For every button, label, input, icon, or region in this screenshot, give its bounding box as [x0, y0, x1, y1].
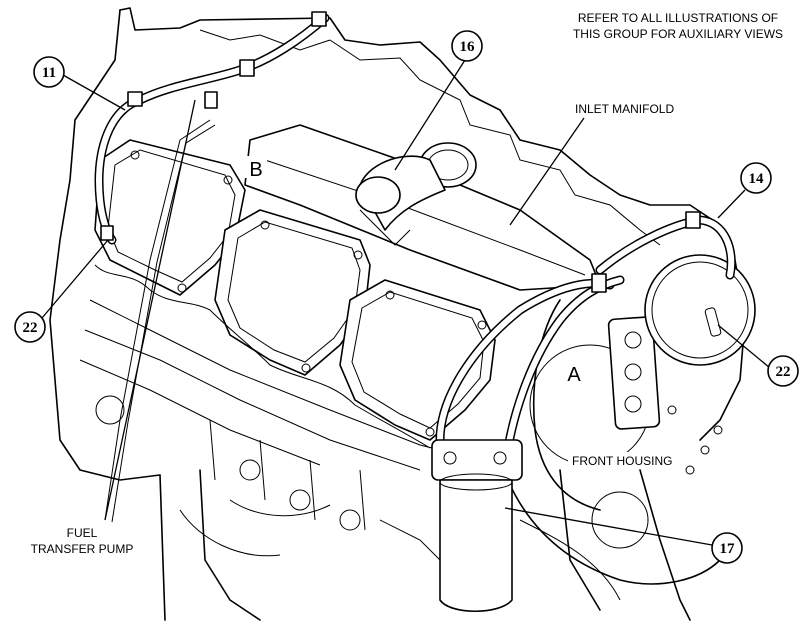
callout-17: 17 — [711, 532, 743, 564]
callout-11: 11 — [33, 56, 65, 88]
fuel-transfer-pump-label-2: TRANSFER PUMP — [31, 542, 134, 556]
callout-16: 16 — [451, 30, 483, 62]
front-housing — [499, 254, 756, 585]
callout-22-left: 22 — [14, 311, 46, 343]
inlet-manifold-label: INLET MANIFOLD — [575, 102, 674, 116]
svg-text:14: 14 — [749, 171, 765, 187]
inlet-manifold — [244, 124, 601, 291]
callout-22-right: 22 — [767, 355, 799, 387]
callout-14: 14 — [740, 162, 772, 194]
fuel-filter — [431, 439, 523, 613]
svg-text:22: 22 — [776, 364, 791, 380]
svg-text:17: 17 — [720, 541, 736, 557]
view-b-label: B — [249, 159, 262, 181]
view-a-label: A — [567, 364, 581, 386]
fuel-transfer-pump-label-1: FUEL — [67, 526, 98, 540]
svg-text:16: 16 — [460, 39, 476, 55]
note-line-1: REFER TO ALL ILLUSTRATIONS OF — [578, 11, 778, 25]
fuel-lines — [94, 11, 736, 523]
svg-text:11: 11 — [42, 65, 56, 81]
front-housing-label: FRONT HOUSING — [572, 454, 672, 468]
cover-bolts — [130, 150, 487, 437]
note-line-2: THIS GROUP FOR AUXILIARY VIEWS — [573, 27, 783, 41]
leader-lines — [41, 59, 771, 546]
svg-text:22: 22 — [23, 320, 38, 336]
